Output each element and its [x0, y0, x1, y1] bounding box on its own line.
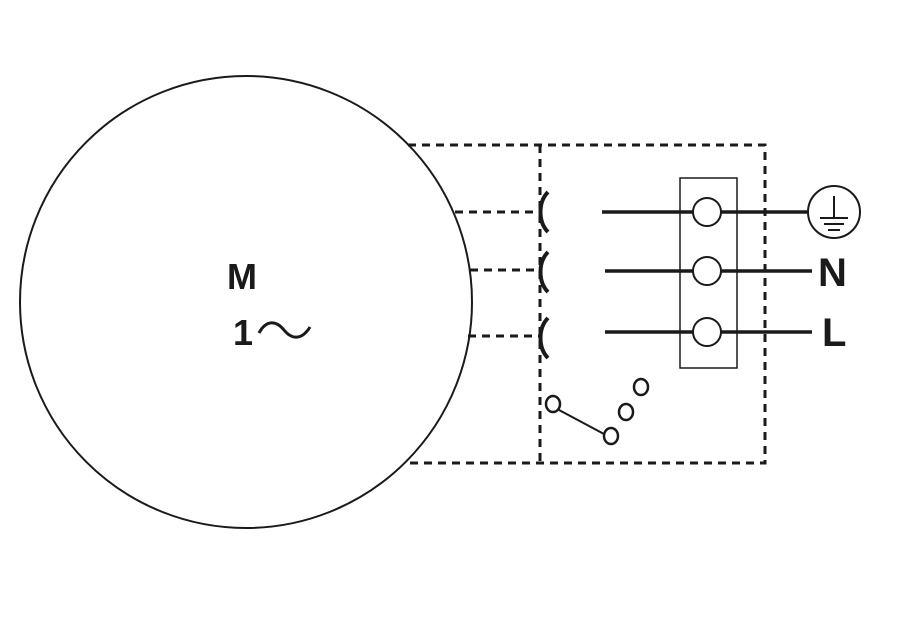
switch-contact: [632, 377, 650, 397]
terminal-box-outer: [408, 143, 767, 465]
motor: M 1: [19, 75, 473, 529]
motor-phase: 1: [233, 312, 253, 353]
switch-arm: [558, 409, 605, 435]
connector-icon: [538, 190, 550, 234]
motor-leads: [455, 210, 540, 338]
motor-body: [19, 75, 473, 529]
ac-symbol-icon: [257, 321, 312, 339]
terminal-screw: [692, 317, 722, 347]
connector-icon: [538, 316, 550, 360]
switch-contact: [544, 394, 562, 414]
terminal-label-line: L: [822, 311, 846, 355]
connectors: [538, 190, 550, 360]
earth-ground-icon: [807, 185, 861, 239]
switch-contact: [617, 402, 635, 422]
terminal-label-neutral: N: [818, 251, 847, 295]
connector-icon: [538, 250, 550, 294]
terminal-screw: [692, 197, 722, 227]
terminal-screw: [692, 256, 722, 286]
speed-selector-switch: [544, 377, 650, 446]
terminal-box: [408, 143, 767, 465]
terminal-block-frame: [679, 177, 738, 369]
terminal-block: [602, 177, 812, 369]
motor-label: M: [227, 256, 257, 297]
switch-contact: [602, 426, 620, 446]
